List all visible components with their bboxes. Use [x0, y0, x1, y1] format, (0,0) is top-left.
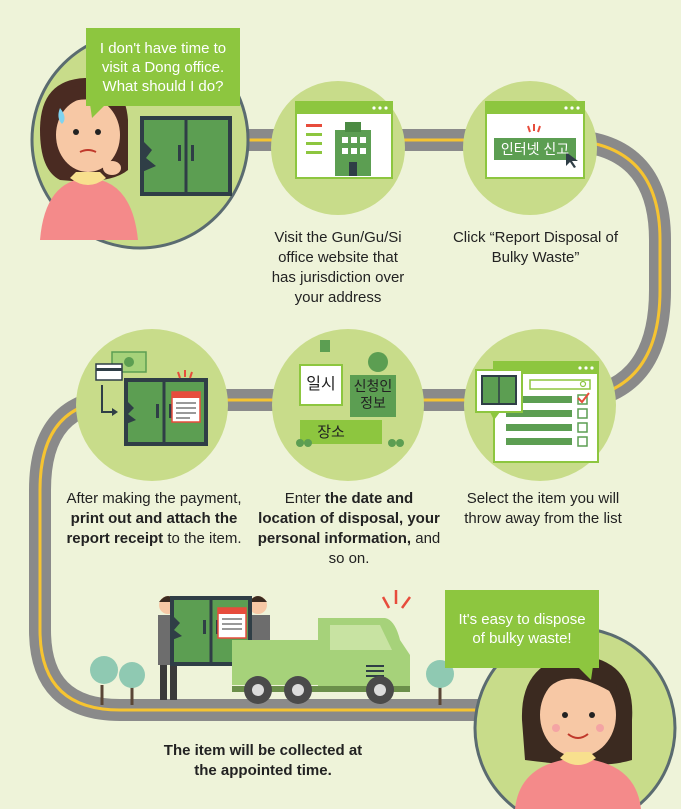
- speech-bubble-start-tail: [90, 104, 106, 118]
- form-label-applicant-line1: 신청인: [353, 378, 393, 394]
- step-caption-5: After making the payment, print out and …: [56, 489, 252, 549]
- step-caption-4-post: and so on.: [328, 530, 441, 567]
- step-caption-3: Select the item you will throw away from…: [464, 490, 622, 527]
- speech-bubble-end: It's easy to dispose of bulky waste!: [445, 590, 599, 668]
- website-browser-building: [295, 101, 393, 179]
- item-selection-list: [475, 361, 599, 463]
- payment-receipt-door: [95, 351, 208, 446]
- step-caption-1: Visit the Gun/Gu/Si office website that …: [271, 229, 405, 306]
- step-caption-2: Click “Report Disposal of Bulky Waste”: [452, 229, 619, 266]
- step-circle-4: [272, 329, 424, 481]
- step-caption-5-post: to the item.: [163, 530, 242, 547]
- step-caption-4: Enter the date and location of disposal,…: [256, 489, 442, 569]
- form-label-place: 장소: [317, 424, 345, 441]
- bulky-item-door-start: [140, 116, 232, 196]
- step-caption-4-bold: the date and location of disposal, your …: [257, 490, 440, 547]
- application-form: [296, 340, 404, 447]
- happy-woman-figure: [515, 655, 641, 809]
- website-report-button: [485, 101, 585, 179]
- form-label-applicant: 신청인 정보: [350, 378, 396, 412]
- internet-report-button-label: 인터넷 신고: [500, 141, 570, 157]
- speech-bubble-end-tail: [577, 666, 593, 680]
- collection-truck-scene: [90, 590, 454, 705]
- step-caption-5-pre: After making the payment,: [66, 490, 242, 507]
- speech-bubble-start: I don't have time to visit a Dong office…: [86, 28, 240, 106]
- step-caption-5-bold: print out and attach the report receipt: [66, 510, 238, 547]
- step-caption-6: The item will be collected at the appoin…: [160, 741, 366, 781]
- form-label-applicant-line2: 정보: [360, 395, 386, 411]
- step-caption-6-bold: The item will be collected at the appoin…: [163, 742, 363, 779]
- step-caption-4-pre: Enter: [284, 490, 325, 507]
- form-label-date: 일시: [306, 376, 336, 393]
